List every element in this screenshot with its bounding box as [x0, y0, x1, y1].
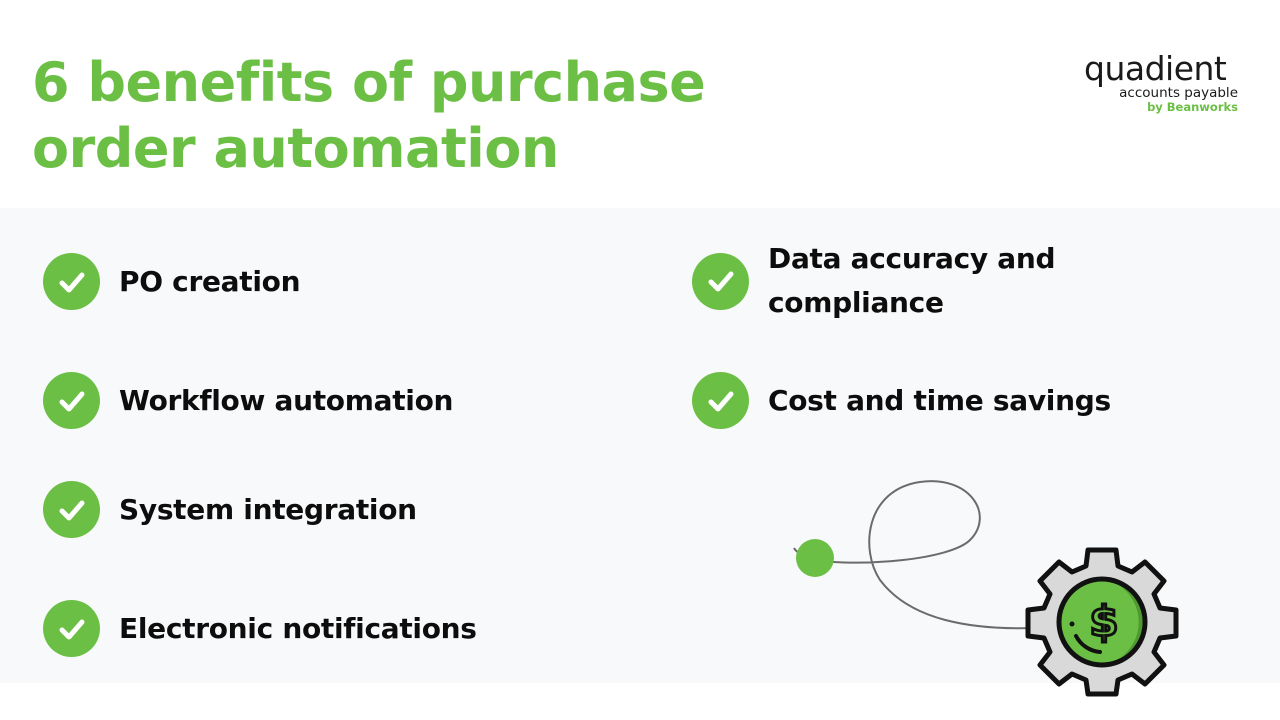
check-circle-icon: [43, 600, 100, 657]
page-title: 6 benefits of purchase order automation: [32, 50, 706, 182]
logo-brand: quadient: [1084, 49, 1227, 88]
logo-byline: by Beanworks: [1147, 100, 1238, 114]
green-dot-icon: [796, 539, 834, 577]
benefit-label: Data accuracy and compliance: [768, 237, 1056, 325]
benefit-electronic-notifications: Electronic notifications: [43, 600, 477, 657]
benefit-label: Cost and time savings: [768, 383, 1111, 417]
benefit-label: PO creation: [119, 264, 301, 298]
benefit-workflow-automation: Workflow automation: [43, 372, 453, 429]
benefit-data-accuracy: Data accuracy and compliance: [692, 237, 1056, 325]
benefit-label: System integration: [119, 492, 417, 526]
svg-text:$: $: [1089, 597, 1118, 646]
logo-subtitle: accounts payable: [1119, 85, 1238, 101]
check-circle-icon: [43, 372, 100, 429]
check-circle-icon: [43, 481, 100, 538]
benefit-system-integration: System integration: [43, 481, 417, 538]
benefit-label-line-2: compliance: [768, 286, 944, 319]
title-line-1: 6 benefits of purchase: [32, 51, 706, 114]
gear-dollar-icon: $: [1025, 547, 1179, 697]
check-circle-icon: [692, 372, 749, 429]
benefit-label-line-1: Data accuracy and: [768, 242, 1056, 275]
quadient-logo: quadient accounts payable by Beanworks: [1084, 49, 1240, 115]
check-circle-icon: [43, 253, 100, 310]
gear-dollar-illustration: $: [793, 480, 1179, 697]
title-line-2: order automation: [32, 117, 559, 180]
benefit-cost-time-savings: Cost and time savings: [692, 372, 1111, 429]
check-circle-icon: [692, 252, 749, 310]
benefit-label: Workflow automation: [119, 383, 454, 417]
benefit-po-creation: PO creation: [43, 253, 301, 310]
benefit-label: Electronic notifications: [119, 611, 477, 645]
